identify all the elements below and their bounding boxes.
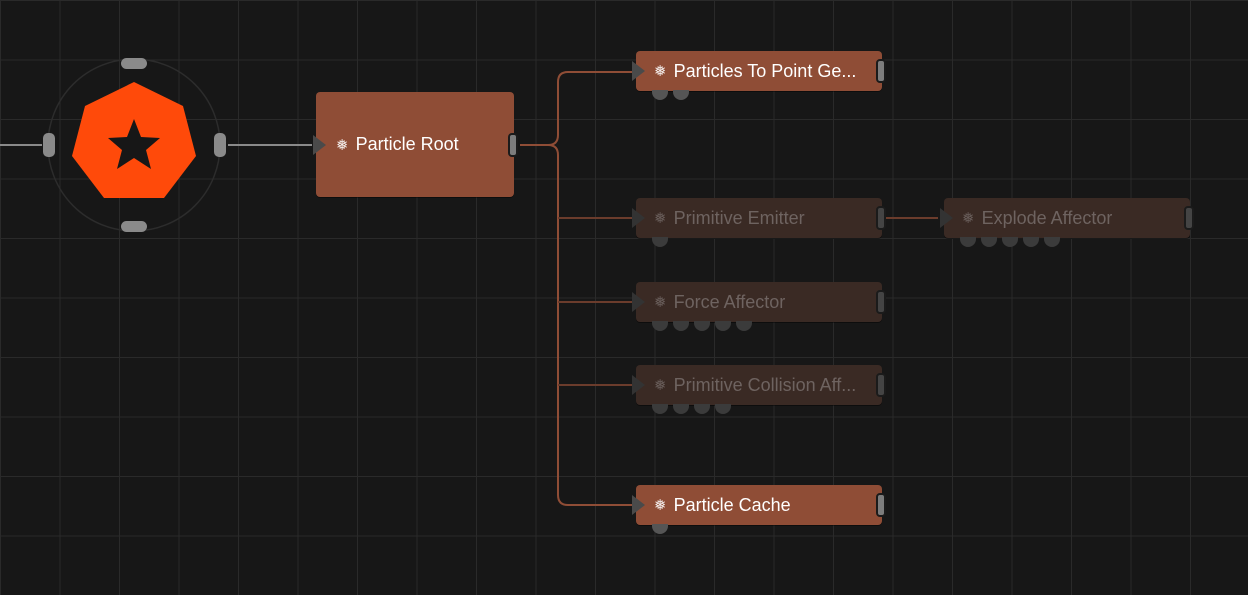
particle-icon: ❅	[654, 377, 667, 394]
primitive-emitter-input-port[interactable]	[632, 208, 645, 228]
force-affector-input-port[interactable]	[632, 292, 645, 312]
root-output-port[interactable]	[508, 133, 518, 157]
root-input-port[interactable]	[313, 135, 326, 155]
primitive-emitter-node[interactable]: ❅ Primitive Emitter	[636, 198, 882, 238]
wire-to-particles-to-point	[520, 71, 632, 146]
primitive-collision-affector-slots	[652, 404, 731, 414]
primitive-emitter-slots	[652, 237, 668, 247]
particle-cache-slots	[652, 524, 668, 534]
primitive-collision-affector-input-port[interactable]	[632, 375, 645, 395]
particle-icon: ❅	[336, 136, 349, 154]
particle-cache-output-port[interactable]	[876, 493, 886, 517]
particle-cache-input-port[interactable]	[632, 495, 645, 515]
node-label: Explode Affector	[981, 207, 1113, 228]
node-label: Particle Cache	[673, 494, 791, 515]
explode-affector-slots	[960, 237, 1060, 247]
emitter-hub[interactable]	[47, 58, 221, 232]
hub-output-port[interactable]	[214, 133, 226, 157]
force-affector-node[interactable]: ❅ Force Affector	[636, 282, 882, 322]
primitive-emitter-output-port[interactable]	[876, 206, 886, 230]
particles-to-point-node[interactable]: ❅ Particles To Point Ge...	[636, 51, 882, 91]
particles-to-point-input-port[interactable]	[632, 61, 645, 81]
hub-logo-icon	[72, 82, 196, 198]
particles-to-point-output-port[interactable]	[876, 59, 886, 83]
particles-to-point-slots	[652, 90, 689, 100]
particle-icon: ❅	[654, 63, 667, 80]
primitive-collision-affector-output-port[interactable]	[876, 373, 886, 397]
node-label: Particle Root	[355, 134, 459, 154]
hub-top-handle[interactable]	[121, 58, 147, 69]
wire-to-particle-cache	[520, 144, 632, 506]
explode-affector-input-port[interactable]	[940, 208, 953, 228]
primitive-collision-affector-node[interactable]: ❅ Primitive Collision Aff...	[636, 365, 882, 405]
node-label: Primitive Emitter	[673, 207, 805, 228]
particle-icon: ❅	[654, 497, 667, 514]
hub-bottom-handle[interactable]	[121, 221, 147, 232]
particle-cache-node[interactable]: ❅ Particle Cache	[636, 485, 882, 525]
particle-icon: ❅	[654, 294, 667, 311]
explode-affector-output-port[interactable]	[1184, 206, 1194, 230]
node-label: Particles To Point Ge...	[673, 60, 857, 81]
force-affector-output-port[interactable]	[876, 290, 886, 314]
force-affector-slots	[652, 321, 752, 331]
particle-icon: ❅	[654, 210, 667, 227]
particle-root-node[interactable]: ❅ Particle Root	[316, 92, 514, 197]
node-label: Force Affector	[673, 291, 786, 312]
particle-icon: ❅	[962, 210, 975, 227]
node-label: Primitive Collision Aff...	[673, 374, 857, 395]
hub-input-port[interactable]	[43, 133, 55, 157]
explode-affector-node[interactable]: ❅ Explode Affector	[944, 198, 1190, 238]
